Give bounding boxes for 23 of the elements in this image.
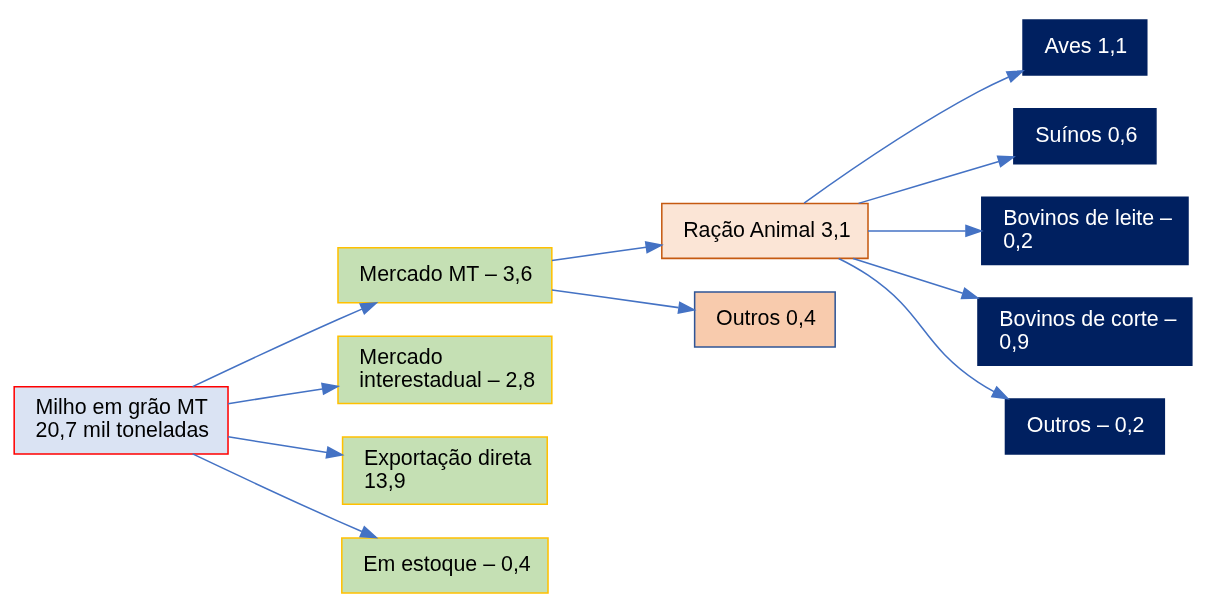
- arrow: [852, 257, 980, 299]
- arrow: [837, 257, 1010, 400]
- node-box: Mercado interestadual – 2,8: [337, 335, 553, 404]
- arrow: [867, 223, 984, 237]
- node-box: Bovinos de leite – 0,2: [981, 196, 1189, 265]
- node-box: Suínos 0,6: [1013, 107, 1157, 164]
- arrow: [191, 301, 379, 387]
- arrow: [551, 240, 664, 261]
- node-box: Outros 0,4: [693, 290, 836, 348]
- arrow: [803, 69, 1025, 204]
- node-box: Exportação direta 13,9: [341, 435, 548, 505]
- node-box: Em estoque – 0,4: [341, 536, 549, 594]
- arrow: [551, 288, 697, 314]
- node-box: Outros – 0,2: [1004, 397, 1166, 455]
- arrow: [857, 154, 1016, 204]
- node-box: Mercado MT – 3,6: [337, 246, 553, 303]
- arrow: [227, 382, 341, 404]
- arrow: [227, 435, 345, 459]
- node-box: Ração Animal 3,1: [661, 202, 869, 259]
- node-box: Aves 1,1: [1022, 18, 1148, 76]
- node-box: Milho em grão MT 20,7 mil toneladas: [13, 385, 229, 455]
- node-box: Bovinos de corte – 0,9: [977, 296, 1193, 366]
- arrow: [191, 452, 379, 539]
